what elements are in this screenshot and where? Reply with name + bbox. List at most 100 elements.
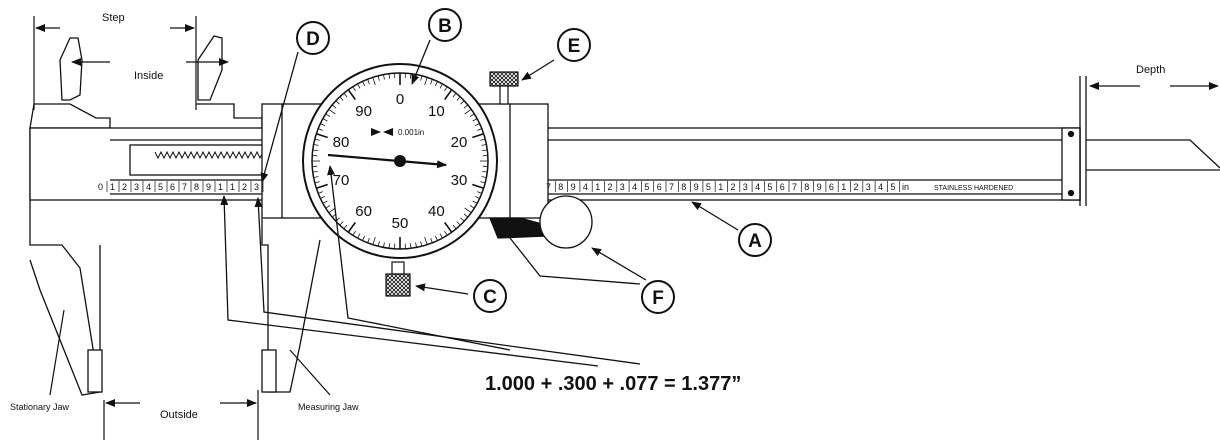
callout-a-letter: A (748, 231, 762, 252)
dial-tick (357, 83, 361, 89)
dial-tick (314, 138, 320, 141)
dial-tick (480, 181, 486, 184)
callout-d-letter: D (306, 29, 320, 50)
dial-tick (474, 195, 480, 199)
scale-digit: 4 (755, 182, 760, 192)
dial-tick (444, 89, 453, 100)
step-label: Step (102, 12, 125, 24)
scale-digit: 5 (767, 182, 772, 192)
dial-tick (482, 171, 488, 173)
dial-tick (444, 86, 448, 92)
dial-number: 30 (451, 172, 468, 189)
dial-tick (352, 230, 356, 236)
dial-tick (362, 235, 366, 241)
dial-tick (320, 123, 326, 127)
callout-e-leader (521, 59, 555, 81)
outside-label: Outside (160, 409, 198, 421)
depth-label: Depth (1136, 64, 1165, 76)
scale-unit: in (902, 182, 909, 192)
scale-digit: 4 (878, 182, 883, 192)
lock-screw (489, 71, 519, 105)
inside-label: Inside (134, 70, 163, 82)
scale-digit: 2 (122, 182, 127, 192)
measuring-jaw-label: Measuring Jaw (298, 402, 359, 412)
dial-tick (464, 207, 472, 214)
dial-tick (322, 200, 328, 204)
resolution-label: 0.001in (398, 128, 424, 137)
dial-tick (383, 74, 385, 80)
dial-number: 0 (396, 91, 404, 108)
callout-b-letter: B (438, 16, 452, 37)
measurement-equation: 1.000 + .300 + .077 = 1.377” (485, 373, 741, 395)
scale-digit: 8 (681, 182, 686, 192)
dial-tick (463, 213, 469, 218)
dial-tick (439, 233, 443, 239)
scale-digit: 2 (608, 182, 613, 192)
dial-tick (357, 233, 361, 239)
scale-digit: 6 (170, 182, 175, 192)
dial-tick (316, 133, 328, 139)
dial-number: 80 (333, 134, 350, 151)
scale-digit: 3 (254, 182, 259, 192)
callout-b: B (428, 8, 462, 42)
stainless-label: STAINLESS HARDENED (934, 185, 1013, 192)
scale-digit: 9 (206, 182, 211, 192)
callout-c: C (473, 279, 507, 313)
scale-digit: 2 (854, 182, 859, 192)
dial-tick (472, 133, 484, 139)
dial-tick (372, 236, 376, 245)
scale-digit: 3 (620, 182, 625, 192)
dial-tick (343, 92, 348, 98)
scale-digit: 1 (841, 182, 846, 192)
scale-digit: 6 (780, 182, 785, 192)
dial-tick (388, 73, 390, 79)
scale-digit: 0 (98, 182, 103, 192)
callout-f: F (641, 280, 675, 314)
callout-a: A (738, 223, 772, 257)
dial-tick (377, 75, 380, 81)
callout-d: D (296, 21, 330, 55)
dial-tick (420, 241, 423, 247)
stationary-jaw-label: Stationary Jaw (10, 402, 70, 412)
dial-tick (456, 96, 461, 101)
dial-tick (388, 243, 390, 249)
dial-tick (460, 100, 465, 105)
dial-tick (424, 236, 428, 245)
dial-tick (335, 100, 340, 105)
dial-tick (474, 123, 480, 127)
scale-digit: 6 (829, 182, 834, 192)
dial-tick (410, 243, 412, 249)
scale-digit: 1 (110, 182, 115, 192)
dial-tick (347, 89, 356, 100)
dial-tick (463, 104, 469, 109)
stationary-jaw-leader (49, 309, 65, 396)
dial-number: 20 (451, 134, 468, 151)
scale-digit: 3 (743, 182, 748, 192)
callout-a-leader (691, 201, 739, 231)
scale-digit: 6 (657, 182, 662, 192)
scale-digit: 4 (146, 182, 151, 192)
dial-tick (472, 200, 478, 204)
pointer-dial (327, 165, 511, 351)
scale-digit: 1 (595, 182, 600, 192)
dial-tick (325, 205, 331, 209)
scale-digit: 4 (583, 182, 588, 192)
measuring-jaw-leader (289, 349, 331, 396)
dial-number: 90 (355, 103, 372, 120)
scale-digit: 1 (718, 182, 723, 192)
dial-tick (312, 171, 318, 173)
dial-tick (482, 149, 488, 151)
dial-tick (481, 144, 487, 146)
dial-tick (339, 221, 344, 226)
callout-f-leader-2 (591, 247, 647, 281)
dial-tick (439, 83, 443, 89)
dial-tick (456, 221, 461, 226)
dial-tick (343, 224, 348, 230)
scale-digit: 8 (194, 182, 199, 192)
scale-digit: 7 (669, 182, 674, 192)
dial-tick (434, 81, 438, 87)
dial-tick (430, 238, 433, 243)
scale-digit: 1 (230, 182, 235, 192)
